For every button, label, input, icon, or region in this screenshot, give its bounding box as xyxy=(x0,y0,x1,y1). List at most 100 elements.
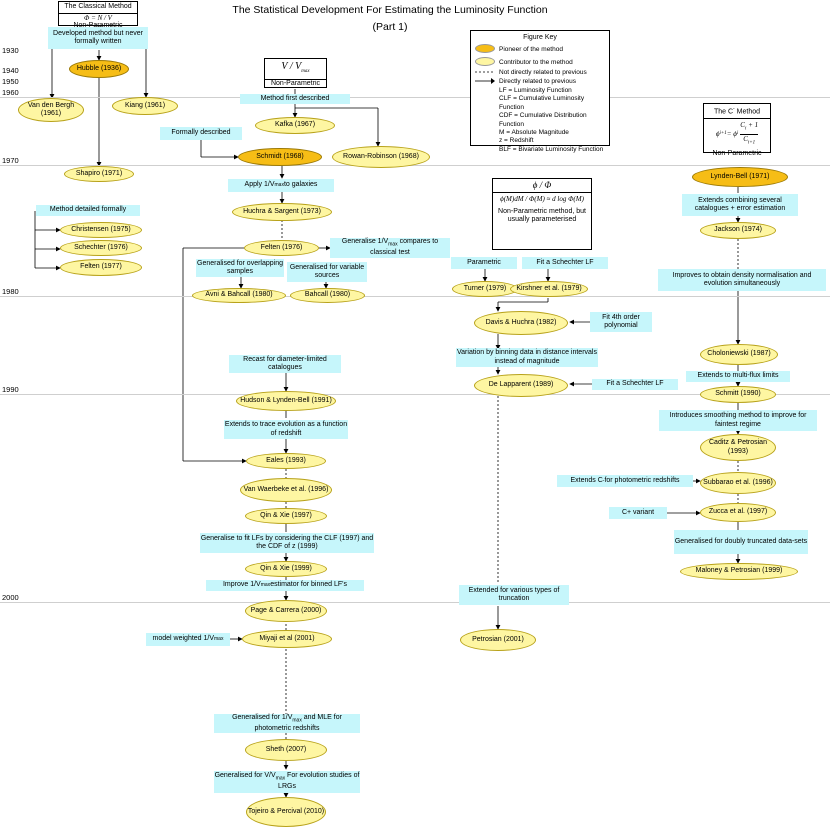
note-gen-photo: Generalised for 1/Vmax and MLE for photo… xyxy=(214,714,360,733)
cminus-desc: Non-Parametric xyxy=(712,149,762,157)
vmax-formula: V / Vmax xyxy=(265,59,326,80)
node-petrosian: Petrosian (2001) xyxy=(460,629,536,651)
classical-method-box: The Classical Method Φ = N / V Non-Param… xyxy=(58,1,138,29)
key-definitions: LF = Luminosity Function CLF = Cumulativ… xyxy=(475,87,605,154)
note-gen-fit: Generalise to fit LFs by considering the… xyxy=(200,533,374,553)
node-choloniewski: Choloniewski (1987) xyxy=(700,344,778,365)
node-maloney-petrosian: Maloney & Petrosian (1999) xyxy=(680,563,798,580)
node-hubble: Hubble (1936) xyxy=(69,60,129,78)
node-van-den-bergh: Van den Bergh (1961) xyxy=(18,98,84,122)
diagram-title: The Statistical Development For Estimati… xyxy=(200,2,580,36)
year-line-1980 xyxy=(0,296,830,297)
classical-desc: Non-Parametric xyxy=(73,22,123,29)
year-label: 1930 xyxy=(2,46,19,55)
year-label: 1940 xyxy=(2,66,19,75)
year-line-2000 xyxy=(0,602,830,603)
vmax-desc: Non-Parametric xyxy=(270,80,320,87)
note-gen-lrg: Generalised for V/Vmax For evolution stu… xyxy=(214,771,360,793)
node-jackson: Jackson (1974) xyxy=(700,222,776,239)
node-zucca: Zucca et al. (1997) xyxy=(700,503,776,522)
key-pioneer: Pioneer of the method xyxy=(475,44,605,56)
note-multiflux: Extends to multi-flux limits xyxy=(686,371,790,382)
year-label: 2000 xyxy=(2,593,19,602)
key-def: M = Absolute Magnitude xyxy=(499,129,569,137)
note-parametric: Parametric xyxy=(451,257,517,269)
node-schmidt: Schmidt (1968) xyxy=(238,148,322,166)
year-line-1960 xyxy=(0,97,830,98)
node-miyaji: Miyaji et al (2001) xyxy=(242,630,332,648)
note-method-desc: Method first described xyxy=(240,94,350,104)
note-fit-4th: Fit 4th order polynomial xyxy=(590,312,652,332)
node-schmitt: Schmitt (1990) xyxy=(700,386,776,403)
node-kirshner: Kirshner et al. (1979) xyxy=(510,281,588,297)
node-kiang: Kiang (1961) xyxy=(112,97,178,115)
vmax-method-box: V / Vmax Non-Parametric xyxy=(264,58,327,88)
node-felten-1977: Felten (1977) xyxy=(60,259,142,276)
node-felten-1976: Felten (1976) xyxy=(244,240,319,256)
title-text: The Statistical Development For Estimati… xyxy=(232,4,548,16)
note-gen-compare: Generalise 1/Vmax compares to classical … xyxy=(330,238,450,258)
node-kafka: Kafka (1967) xyxy=(255,117,335,134)
key-def: z = Redshift xyxy=(499,137,534,145)
node-davis-huchra: Davis & Huchra (1982) xyxy=(474,311,568,335)
node-rowan-robinson: Rowan-Robinson (1968) xyxy=(332,146,430,168)
year-label: 1980 xyxy=(2,287,19,296)
note-cplus: C+ variant xyxy=(609,507,667,519)
note-fit-schechter-2: Fit a Schechter LF xyxy=(592,379,678,390)
year-label: 1950 xyxy=(2,77,19,86)
phi-formula: ϕ(M)dM / Φ(M) ≈ d log Φ(M) xyxy=(500,195,584,203)
node-qin-xie-1997: Qin & Xie (1997) xyxy=(245,508,327,524)
phi-desc: Non-Parametric method, but usually param… xyxy=(498,207,586,224)
note-trace: Extends to trace evolution as a function… xyxy=(224,420,348,439)
cminus-title: The C- Method xyxy=(704,104,770,119)
note-smoothing: Introduces smoothing method to improve f… xyxy=(659,410,817,431)
node-shapiro: Shapiro (1971) xyxy=(64,166,134,182)
node-turner: Turner (1979) xyxy=(452,281,518,297)
node-eales: Eales (1993) xyxy=(246,453,326,469)
note-density: Improves to obtain density normalisation… xyxy=(658,269,826,291)
node-schechter: Schechter (1976) xyxy=(60,240,142,256)
node-van-waerbeke: Van Waerbeke et al. (1996) xyxy=(240,478,332,502)
node-qin-xie-1999: Qin & Xie (1999) xyxy=(245,561,327,577)
key-title: Figure Key xyxy=(523,34,557,41)
key-arrow: Directly related to previous xyxy=(475,77,605,87)
note-hubble-dev: Developed method but never formally writ… xyxy=(48,27,148,49)
node-page-carrera: Page & Carrera (2000) xyxy=(245,600,327,622)
figure-key: Figure Key Pioneer of the method Contrib… xyxy=(470,30,610,153)
note-variable: Generalised for variable sources xyxy=(287,262,367,282)
node-christensen: Christensen (1975) xyxy=(60,222,142,238)
note-detailed: Method detailed formally xyxy=(36,205,140,216)
key-contributor: Contributor to the method xyxy=(475,56,605,69)
year-label: 1990 xyxy=(2,385,19,394)
note-photo: Extends C- for photometric redshifts xyxy=(557,475,693,487)
note-combine: Extends combining several catalogues + e… xyxy=(682,194,798,216)
year-label: 1970 xyxy=(2,156,19,165)
note-fit-schechter-1: Fit a Schechter LF xyxy=(522,257,608,269)
year-label: 1960 xyxy=(2,88,19,97)
node-sheth: Sheth (2007) xyxy=(245,739,327,761)
key-def: BLF = Bivariate Luminosity Function xyxy=(499,145,604,153)
subtitle-text: (Part 1) xyxy=(372,21,408,33)
note-recast: Recast for diameter-limited catalogues xyxy=(229,355,341,373)
note-binning: Variation by binning data in distance in… xyxy=(456,348,598,367)
phi-title: ϕ / Φ xyxy=(493,179,591,193)
node-lynden-bell: Lynden-Bell (1971) xyxy=(692,167,788,187)
node-avni-bahcall: Avni & Bahcall (1980) xyxy=(192,288,286,303)
note-truncation: Extended for various types of truncation xyxy=(459,585,569,605)
note-overlap: Generalised for overlapping samples xyxy=(196,259,284,277)
node-de-lapparent: De Lapparent (1989) xyxy=(474,374,568,397)
node-subbarao: Subbarao et al. (1996) xyxy=(700,472,776,494)
year-line-1990 xyxy=(0,394,830,395)
phi-method-box: ϕ / Φ ϕ(M)dM / Φ(M) ≈ d log Φ(M) Non-Par… xyxy=(492,178,592,250)
key-dashed: Not directly related to previous xyxy=(475,69,587,77)
node-caditz-petrosian: Caditz & Petrosian (1993) xyxy=(700,434,776,461)
year-line-1970 xyxy=(0,165,830,166)
classical-formula: Φ = N / V xyxy=(84,13,112,22)
